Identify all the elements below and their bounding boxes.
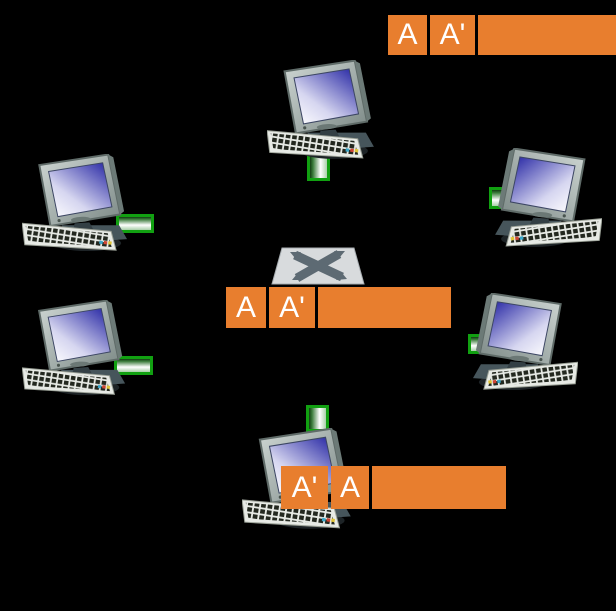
nic-port-lower-left-host-icon	[114, 356, 153, 375]
frame-field-payload	[318, 287, 451, 328]
frame-field-address: A	[331, 466, 369, 509]
nic-port-upper-left-host-icon	[116, 214, 154, 233]
ethernet-frame-bottom: A' A	[281, 466, 506, 509]
frame-field-address: A	[226, 287, 266, 328]
frame-field-address: A'	[430, 15, 475, 55]
host-top-computer-icon	[267, 60, 383, 165]
host-upper-right-computer-icon	[486, 148, 602, 253]
ethernet-frame-top-right: A A'	[388, 15, 616, 55]
frame-field-address: A	[388, 15, 427, 55]
frame-field-address: A'	[281, 466, 328, 509]
frame-field-payload	[372, 466, 506, 509]
ethernet-switch-icon	[268, 245, 368, 287]
host-lower-left-computer-icon	[22, 300, 134, 401]
host-lower-right-computer-icon	[464, 293, 578, 396]
host-upper-left-computer-icon	[22, 154, 136, 257]
ethernet-frame-at-switch: A A'	[226, 287, 451, 328]
frame-field-payload	[478, 15, 616, 55]
frame-field-address: A'	[269, 287, 315, 328]
